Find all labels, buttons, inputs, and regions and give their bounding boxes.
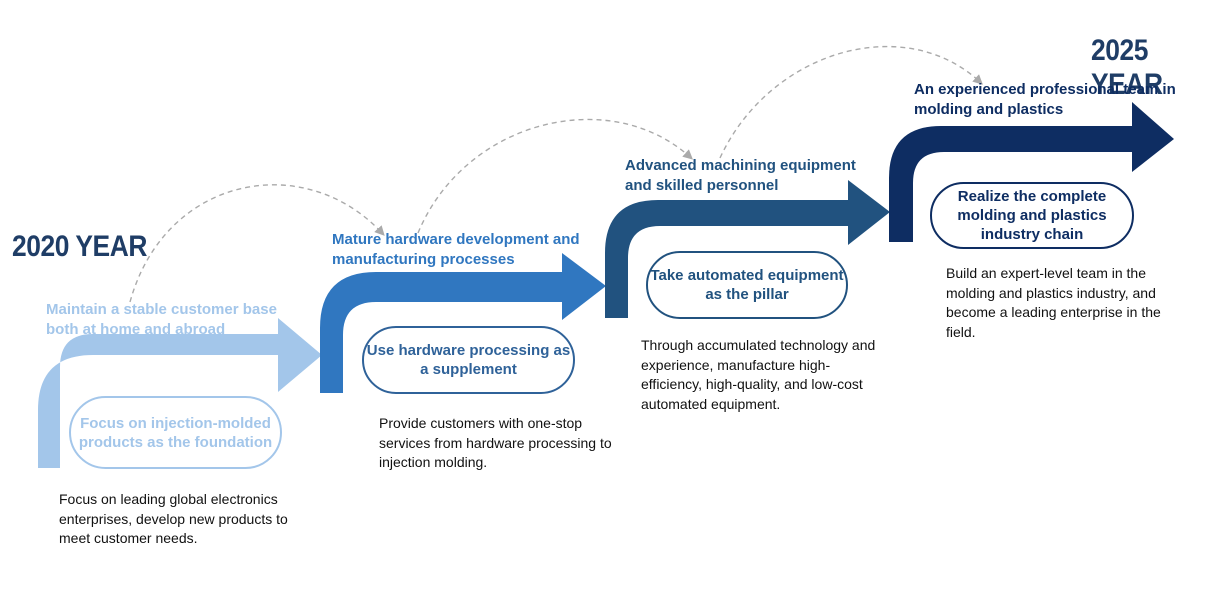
stage-2-arrow: [320, 253, 606, 393]
stage-1-heading: Maintain a stable customer base both at …: [46, 301, 277, 338]
stage-2-heading: Mature hardware development and manufact…: [332, 231, 580, 268]
dashed-transition-arrow-3: [719, 45, 983, 159]
stage-3-pill: Take automated equipment as the pillar: [646, 251, 848, 319]
stage-4-pill: Realize the complete molding and plastic…: [930, 182, 1134, 249]
stage-2-description: Provide customers with one-stop services…: [379, 415, 612, 470]
stage-1-description: Focus on leading global electronics ente…: [59, 491, 288, 546]
stage-1-arrow: [38, 318, 322, 468]
stage-4-arrow: [889, 102, 1174, 242]
end-year-label: 2025 YEAR: [1091, 34, 1163, 101]
stage-4-heading: An experienced professional team in mold…: [914, 81, 1176, 118]
stage-2-pill: Use hardware processing as a supplement: [362, 326, 575, 394]
stage-3-heading: Advanced machining equipment and skilled…: [625, 157, 856, 194]
stage-3-description: Through accumulated technology and exper…: [641, 337, 876, 412]
dashed-transition-arrow-2: [417, 118, 693, 234]
stage-3-arrow: [605, 180, 890, 318]
start-year-label: 2020 YEAR: [12, 230, 147, 263]
stage-1-pill: Focus on injection-molded products as th…: [69, 396, 282, 469]
dashed-transition-arrow-1: [129, 184, 385, 303]
stage-4-description: Build an expert-level team in the moldin…: [946, 265, 1161, 340]
